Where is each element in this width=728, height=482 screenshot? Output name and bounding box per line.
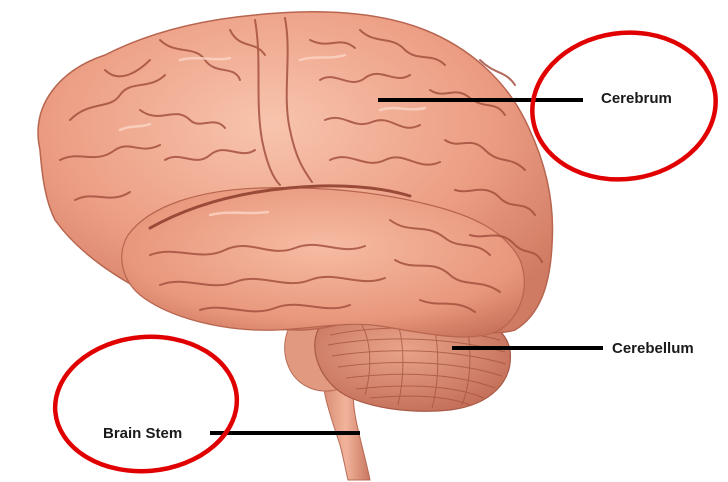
brain-stem-label: Brain Stem	[103, 425, 182, 443]
cerebellum-label: Cerebellum	[612, 340, 694, 358]
brain-stem-highlight-circle	[50, 329, 243, 478]
cerebrum-label: Cerebrum	[601, 90, 672, 108]
brain-illustration	[38, 12, 552, 480]
